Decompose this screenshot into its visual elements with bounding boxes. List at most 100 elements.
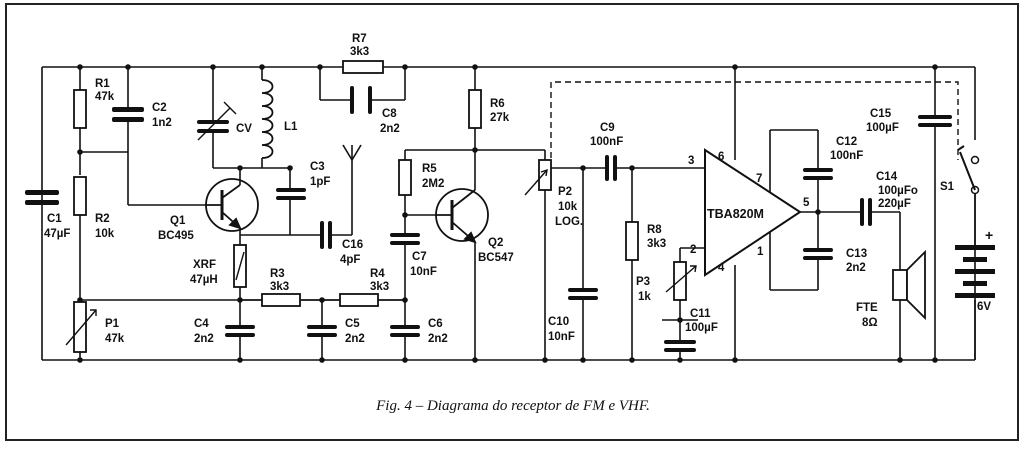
resistor-r4: [339, 293, 379, 307]
label-r6-value: 27k: [490, 112, 510, 124]
capacitor-c10: [568, 288, 598, 300]
label-battery-voltage: 6V: [977, 301, 991, 313]
label-c9-value: 100nF: [590, 136, 623, 148]
label-r2-value: 10k: [95, 228, 115, 240]
label-battery-polarity: +: [985, 227, 993, 243]
label-c7-ref: C7: [412, 251, 427, 263]
label-c12-ref: C12: [836, 136, 857, 148]
transistor-q2: [435, 188, 489, 244]
label-p2-ref: P2: [558, 186, 572, 198]
gang-link: [550, 81, 959, 160]
capacitor-c9: [605, 155, 617, 181]
label-c15-value: 100µF: [866, 122, 899, 134]
capacitor-c12: [803, 168, 833, 180]
label-speaker-value: 8Ω: [862, 317, 878, 329]
label-c8-ref: C8: [382, 108, 397, 120]
resistor-r6: [468, 89, 482, 129]
capacitor-c1: [25, 190, 59, 205]
potentiometer-p3: [673, 261, 687, 301]
capacitor-c7: [390, 233, 420, 245]
resistor-r5: [398, 159, 412, 196]
label-c11-ref: C11: [690, 308, 711, 320]
battery: [955, 245, 995, 298]
junction-dots: [77, 64, 980, 363]
label-c8-value: 2n2: [380, 123, 400, 135]
figure-caption: Fig. 4 – Diagrama do receptor de FM e VH…: [376, 398, 650, 414]
label-ic-pin-3: 3: [688, 155, 694, 167]
switch-s1[interactable]: [957, 145, 976, 191]
resistor-r8: [625, 221, 639, 261]
label-r3-value: 3k3: [270, 281, 289, 293]
label-l1: L1: [284, 121, 298, 133]
label-c13-value: 2n2: [846, 262, 866, 274]
label-p2-note: LOG.: [555, 216, 583, 228]
resistor-r7: [342, 60, 384, 74]
label-c4-ref: C4: [194, 318, 209, 330]
label-c5-ref: C5: [345, 318, 360, 330]
label-p3-ref: P3: [636, 276, 650, 288]
label-ic-pin-4: 4: [718, 262, 725, 274]
capacitor-c15: [918, 115, 952, 127]
label-c10-value: 10nF: [548, 331, 575, 343]
label-c6-value: 2n2: [428, 333, 448, 345]
label-r1-ref: R1: [95, 78, 110, 90]
label-c10-ref: C10: [548, 316, 569, 328]
label-ic-pin-7: 7: [756, 173, 762, 185]
capacitor-c14: [860, 198, 872, 226]
label-q2-ref: Q2: [488, 237, 503, 249]
speaker-icon: [892, 249, 926, 321]
wires: [41, 66, 976, 361]
capacitor-c8: [350, 86, 372, 114]
label-c14-value2: 220µF: [878, 198, 911, 210]
resistor-r2: [73, 176, 87, 216]
component-labels: R1 47k R2 10k R3 3k3 R4 3k3 R5 2M2 R6 27…: [44, 33, 993, 345]
label-r7-ref: R7: [352, 33, 367, 45]
label-c2-value: 1n2: [152, 117, 172, 129]
label-c11-value: 100µF: [685, 322, 718, 334]
label-speaker-ref: FTE: [856, 302, 878, 314]
potentiometer-p1: [73, 301, 87, 353]
label-r3-ref: R3: [270, 268, 285, 280]
label-r8-ref: R8: [647, 224, 662, 236]
coil-l1: [261, 79, 274, 159]
label-r4-value: 3k3: [370, 281, 389, 293]
label-q1-value: BC495: [158, 230, 194, 242]
capacitor-c4: [225, 325, 255, 337]
potentiometer-p2: [538, 159, 552, 191]
label-p1-value: 47k: [105, 333, 125, 345]
label-cv: CV: [236, 123, 252, 135]
label-c15-ref: C15: [870, 108, 892, 120]
capacitor-c6: [390, 325, 420, 337]
label-r8-value: 3k3: [647, 238, 666, 250]
amplifier-ic: [704, 148, 802, 277]
capacitor-c2: [112, 107, 144, 122]
label-s1: S1: [940, 181, 955, 193]
label-c5-value: 2n2: [345, 333, 365, 345]
capacitor-c11: [664, 340, 696, 352]
label-c2-ref: C2: [152, 102, 167, 114]
label-c1-value: 47µF: [44, 228, 70, 240]
label-xrf-ref: XRF: [193, 259, 216, 271]
antenna-icon: [342, 144, 362, 162]
capacitor-cv: [197, 120, 229, 133]
capacitor-c16: [320, 221, 332, 249]
label-c14-ref: C14: [876, 171, 898, 183]
label-c7-value: 10nF: [410, 266, 437, 278]
label-r5-ref: R5: [422, 163, 437, 175]
label-ic-ref: TBA820M: [707, 207, 764, 221]
label-c13-ref: C13: [846, 248, 867, 260]
label-r1-value: 47k: [95, 91, 115, 103]
figure-frame: [5, 3, 1019, 441]
label-p1-ref: P1: [105, 318, 120, 330]
capacitor-c3: [276, 188, 306, 200]
resistor-r3: [261, 293, 301, 307]
capacitor-c13: [803, 248, 833, 260]
label-c4-value: 2n2: [194, 333, 214, 345]
label-q2-value: BC547: [478, 252, 514, 264]
label-c3-ref: C3: [310, 161, 325, 173]
resistor-r1: [73, 89, 87, 129]
label-ic-pin-2: 2: [690, 244, 696, 256]
label-r4-ref: R4: [370, 268, 385, 280]
label-c12-value: 100nF: [830, 150, 863, 162]
